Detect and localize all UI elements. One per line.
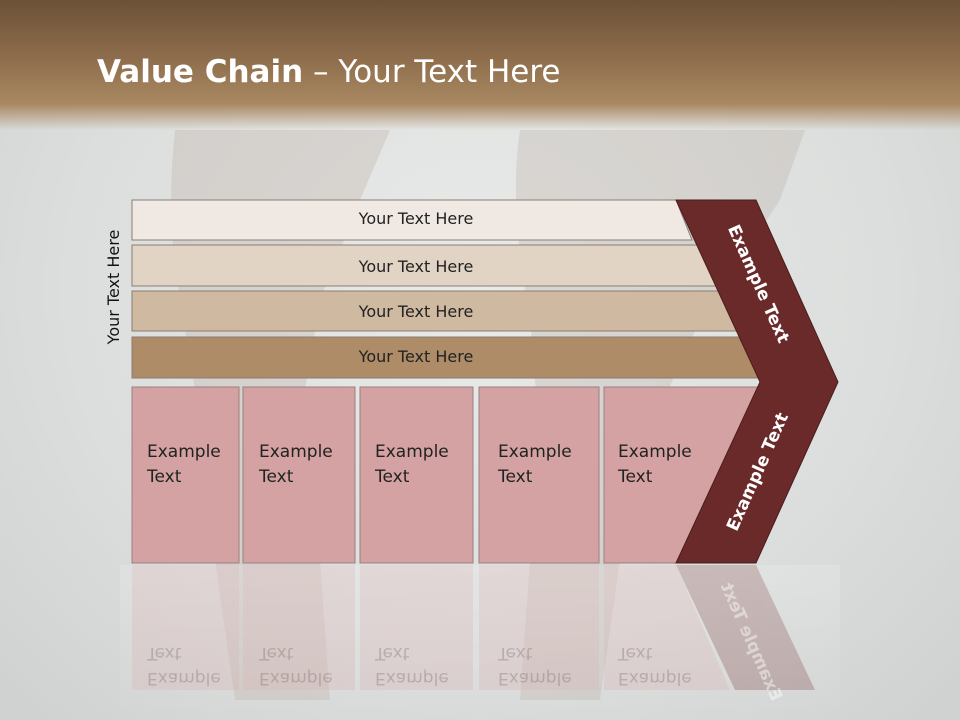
column-label-2-line1: Example (259, 442, 333, 462)
column-reflection-1: Example Text (147, 640, 221, 690)
column-reflection-3-line2: Text (375, 643, 410, 663)
column-label-5-line1: Example (618, 442, 692, 462)
column-reflection-2-line2: Text (259, 643, 294, 663)
column-label-4-line2: Text (498, 467, 533, 487)
column-reflection-5-line1: Example (618, 668, 692, 688)
column-reflection-3-line1: Example (375, 668, 449, 688)
column-box-3 (359, 386, 474, 564)
row-label-1: Your Text Here (358, 209, 474, 228)
chevron-shape (675, 199, 839, 564)
column-reflection-2-line1: Example (259, 668, 333, 688)
column-box-4 (478, 386, 600, 564)
column-label-1-line2: Text (147, 467, 182, 487)
column-reflection-1-line1: Example (147, 668, 221, 688)
column-label-3-line1: Example (375, 442, 449, 462)
column-reflection-4-line1: Example (498, 668, 572, 688)
column-box-2 (242, 386, 356, 564)
column-label-3-line2: Text (375, 467, 410, 487)
column-reflection-1-line2: Text (147, 643, 182, 663)
title-bold: Value Chain (97, 54, 304, 90)
slide-title: Value Chain – Your Text Here (97, 54, 560, 90)
column-reflection-4: Example Text (498, 640, 572, 690)
column-reflection-4-line2: Text (498, 643, 533, 663)
row-label-2: Your Text Here (358, 257, 474, 276)
column-box-1 (131, 386, 240, 564)
column-label-5-line2: Text (618, 467, 653, 487)
row-label-4: Your Text Here (358, 347, 474, 366)
row-label-3: Your Text Here (358, 302, 474, 321)
column-label-4-line1: Example (498, 442, 572, 462)
column-label-2-line2: Text (259, 467, 294, 487)
title-bar (0, 0, 960, 130)
row-bar-1 (131, 199, 693, 241)
column-reflection-3: Example Text (375, 640, 449, 690)
column-reflection-5: Example Text (618, 640, 692, 690)
title-rest: – Your Text Here (303, 54, 561, 90)
column-reflection-5-line2: Text (618, 643, 653, 663)
column-label-1-line1: Example (147, 442, 221, 462)
column-reflection-2: Example Text (259, 640, 333, 690)
